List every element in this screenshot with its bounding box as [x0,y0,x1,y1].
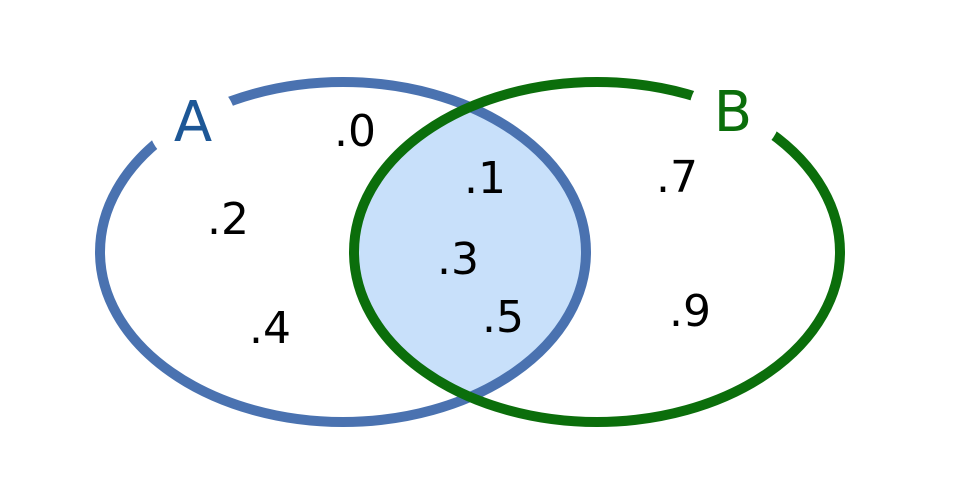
label-b-gap [689,66,781,158]
set-a-circle [95,77,591,427]
element-only-a: .0 [334,106,376,157]
element-only-a: .2 [207,194,249,245]
element-only-b: .9 [669,286,711,337]
label-a-gap [148,78,236,166]
element-only-a: .4 [249,303,291,354]
element-a-and-b: .3 [437,234,479,285]
set-a-label: A [174,90,212,155]
element-a-and-b: .1 [464,153,506,204]
set-b-circle [349,77,845,427]
intersection-region [354,82,586,422]
element-only-b: .7 [656,152,698,203]
element-a-and-b: .5 [482,292,524,343]
set-b-label: B [714,80,752,145]
